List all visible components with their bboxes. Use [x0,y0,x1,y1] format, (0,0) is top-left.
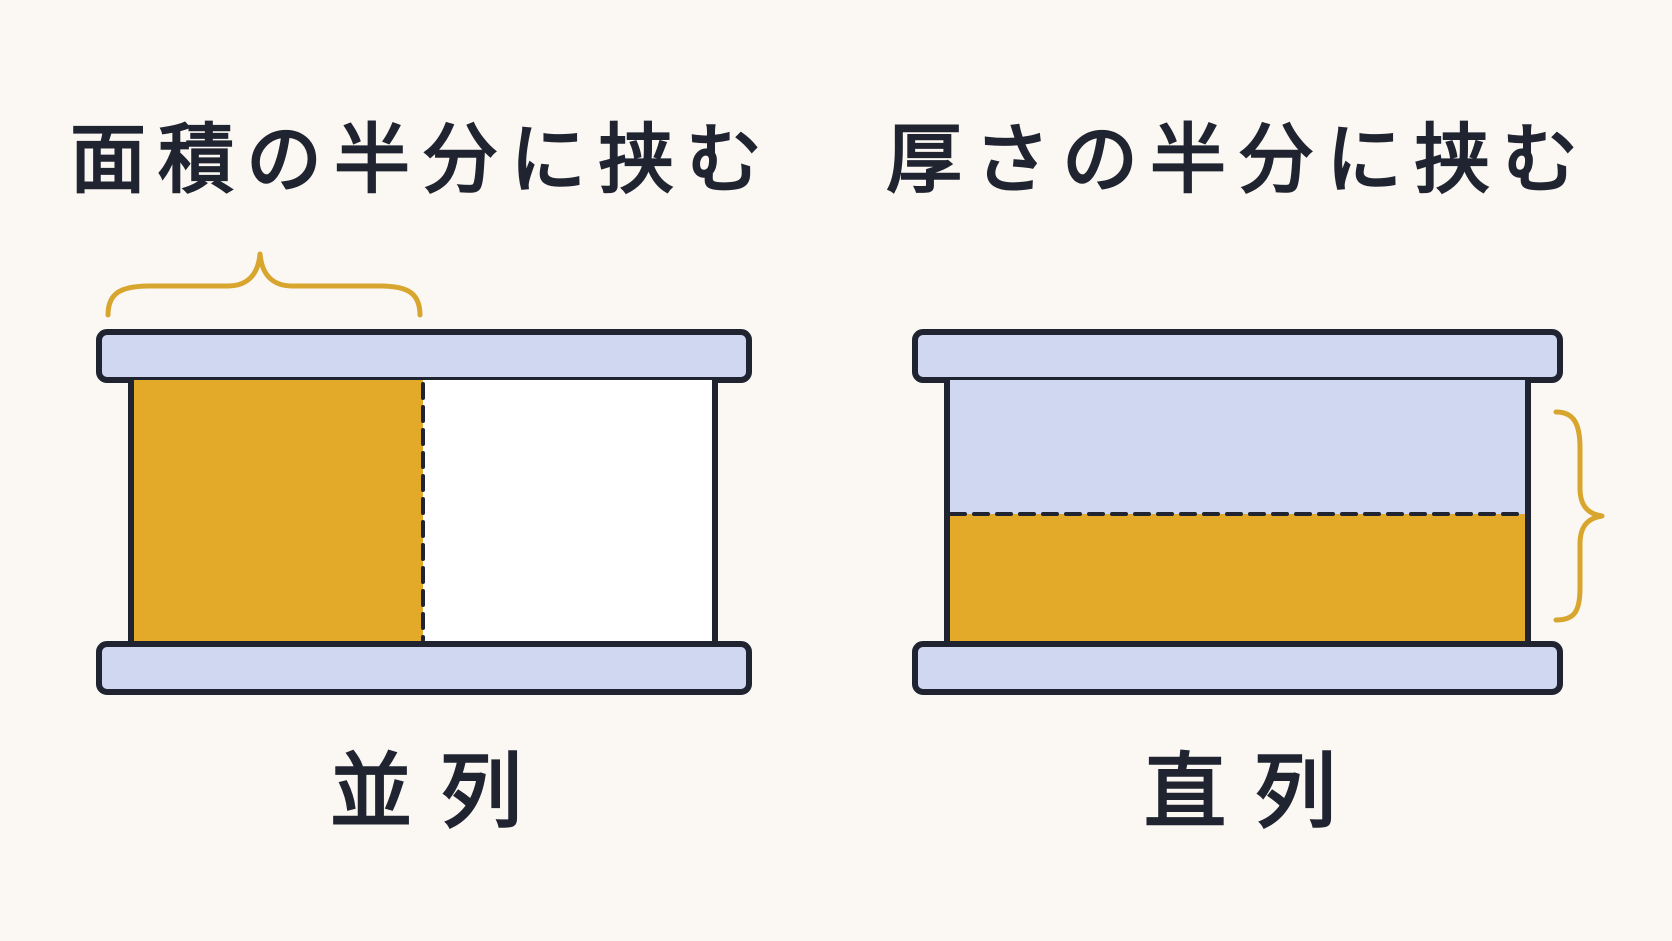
left-top-plate [96,329,752,383]
left-area-brace [105,251,423,318]
left-panel-label: 並列 [330,745,550,840]
left-panel: 面積の半分に挟む 並列 [70,115,774,840]
left-dielectric-half [131,380,423,644]
left-empty-half [423,380,715,644]
right-upper-half [947,380,1528,514]
right-dielectric-half [947,514,1528,644]
right-panel-label: 直列 [1144,745,1364,840]
right-thickness-brace [1553,409,1605,623]
left-panel-title: 面積の半分に挟む [70,115,774,204]
right-panel-title: 厚さの半分に挟む [886,115,1590,204]
right-top-plate [912,329,1563,383]
left-bottom-plate [96,641,752,695]
right-panel: 厚さの半分に挟む 直列 [886,115,1605,840]
right-bottom-plate [912,641,1563,695]
